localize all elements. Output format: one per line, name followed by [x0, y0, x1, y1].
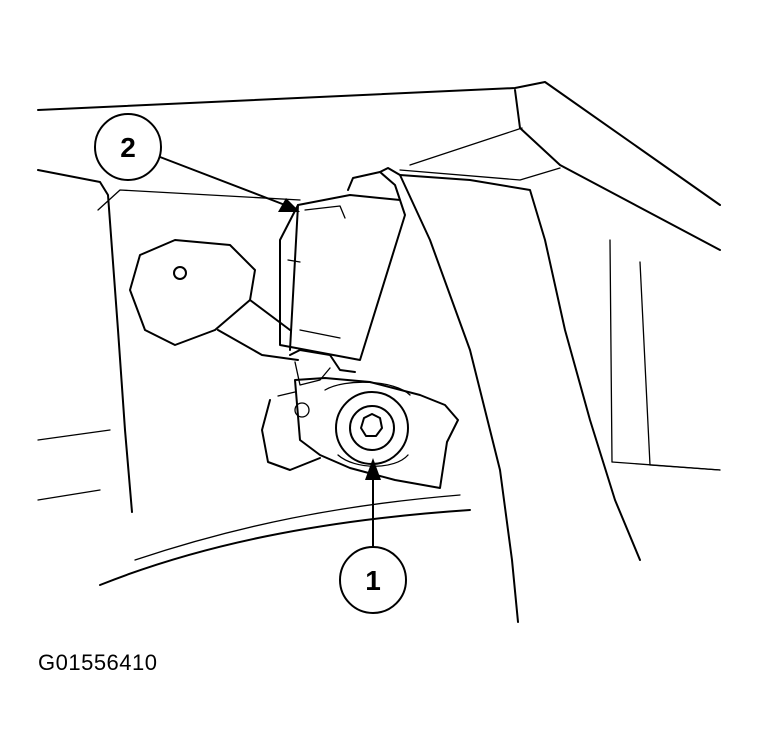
- module-box: [279, 171, 406, 386]
- screw-head: [349, 405, 395, 451]
- callout-2-label: 2: [120, 132, 136, 163]
- bracket-hole: [173, 266, 187, 280]
- callout-1: 1: [339, 458, 407, 614]
- mounting-bracket: [129, 239, 299, 361]
- callout-2: 2: [94, 113, 300, 212]
- upper-trim-panel: [37, 81, 721, 251]
- screw-boss: [335, 391, 409, 465]
- door-opening-frame: [37, 169, 301, 513]
- figure-id: G01556410: [38, 650, 158, 675]
- mounting-plate: [261, 377, 459, 489]
- callout-1-arrowhead: [365, 458, 381, 480]
- lower-trim-curves: [99, 494, 471, 586]
- pillar-trim: [379, 167, 721, 623]
- torx-screw-icon: [360, 413, 383, 437]
- plate-hole: [294, 402, 310, 418]
- callout-2-arrowhead: [278, 198, 300, 212]
- callout-1-label: 1: [365, 565, 381, 596]
- callout-2-circle: [94, 113, 162, 181]
